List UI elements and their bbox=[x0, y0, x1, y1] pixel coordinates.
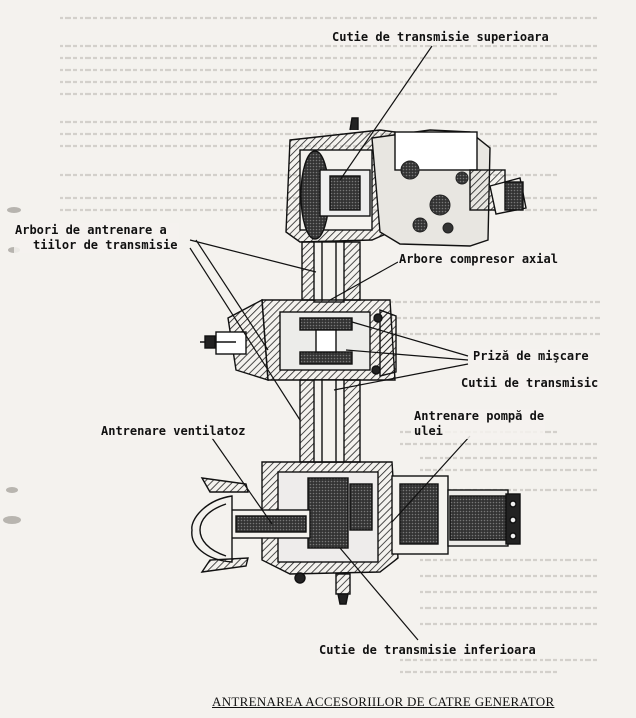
upper-gearbox-housing bbox=[285, 117, 527, 247]
label-axial-compressor-shaft: Arbore compresor axial bbox=[398, 252, 559, 267]
label-power-takeoff: Priză de mişcare bbox=[472, 349, 590, 364]
leader-lines bbox=[189, 45, 471, 641]
figure-caption: ANTRENAREA ACCESORIILOR DE CATRE GENERAT… bbox=[212, 694, 555, 709]
label-gearboxes: Cutii de transmisic bbox=[460, 376, 600, 391]
vertical-drive-column bbox=[200, 241, 397, 463]
label-drive-shafts: Arbori de antrenare a tiilor de transmis… bbox=[14, 223, 179, 253]
label-lower-gearbox: Cutie de transmisie inferioara bbox=[318, 643, 537, 658]
label-upper-gearbox: Cutie de transmisie superioara bbox=[331, 30, 550, 45]
label-oil-pump-drive: Antrenare pompă de ulei bbox=[413, 409, 546, 439]
lower-gearbox-housing bbox=[191, 461, 521, 605]
label-fan-drive: Antrenare ventilatoz bbox=[100, 424, 247, 439]
